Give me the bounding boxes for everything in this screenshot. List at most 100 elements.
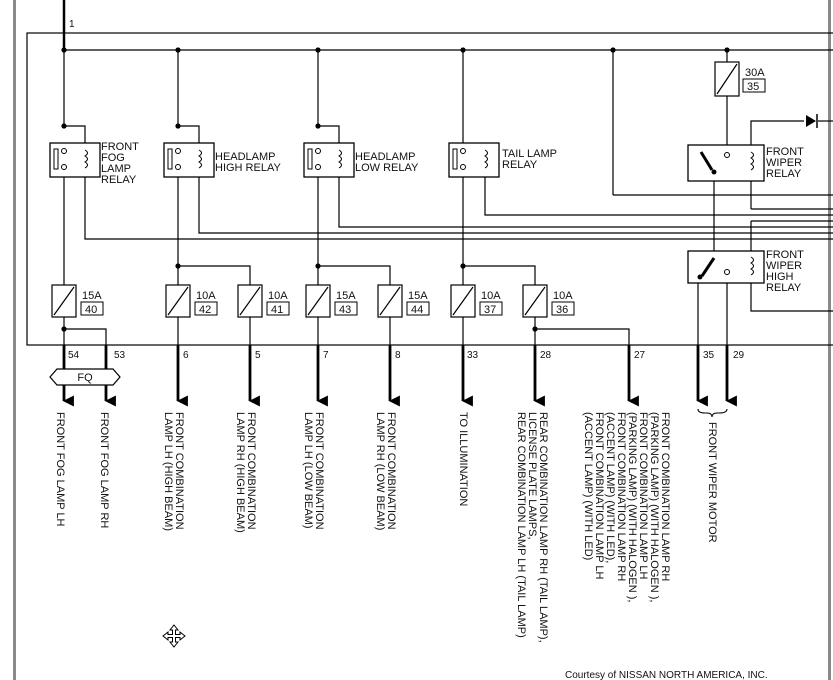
svg-text:FRONT: FRONT [766,146,804,158]
fuse-36: 10A 36 [522,284,575,318]
svg-text:LOW RELAY: LOW RELAY [355,162,419,174]
svg-text:41: 41 [271,304,283,316]
wiper-feed-wires [726,96,833,145]
svg-text:HIGH: HIGH [766,271,794,283]
output-parking-3: FRONT COMBINATION LAMP LH [637,412,649,580]
svg-text:WIPER: WIPER [766,157,802,169]
pin-label-1: 1 [69,19,75,30]
svg-text:35: 35 [703,350,715,361]
svg-text:40: 40 [85,304,97,316]
svg-text:15A: 15A [82,290,102,302]
output-parking-4: (PARKING LAMP) (WITH HALOGEN ), [626,412,638,602]
svg-text:33: 33 [467,350,479,361]
svg-text:10A: 10A [481,290,501,302]
svg-text:43: 43 [339,304,351,316]
svg-text:FQ: FQ [77,372,93,384]
output-tail-2: LICENSE PLATE LAMPS, [526,412,538,540]
output-parking-2: (PARKING LAMP) (WITH HALOGEN ), [648,412,660,602]
svg-text:27: 27 [634,350,646,361]
svg-text:RELAY: RELAY [766,282,802,294]
right-window-border [828,0,831,680]
output-parking-6: (ACCENT LAMP) (WITH LED), [604,412,616,563]
left-window-border [13,0,16,680]
tail-relay-label: TAIL LAMP RELAY [502,148,557,171]
svg-text:FRONT: FRONT [101,141,139,153]
tail-lamp-relay [448,142,500,178]
svg-text:HEADLAMP: HEADLAMP [355,151,416,163]
svg-text:36: 36 [556,304,568,316]
output-high-lh-1: FRONT COMBINATION [173,412,185,530]
svg-text:LAMP: LAMP [101,163,131,175]
svg-text:RELAY: RELAY [502,159,538,171]
svg-text:RELAY: RELAY [766,168,802,180]
svg-text:15A: 15A [408,290,428,302]
relay-control-lines [84,177,833,240]
svg-text:53: 53 [114,350,126,361]
output-parking-1: FRONT COMBINATION LAMP RH [659,412,671,581]
output-illumination: TO ILLUMINATION [457,412,469,506]
output-high-rh-2: LAMP RH (HIGH BEAM) [234,412,246,533]
svg-text:29: 29 [733,350,745,361]
power-bus [63,49,833,195]
output-low-lh-2: LAMP LH (LOW BEAM) [302,412,314,529]
ipdm-box-outline [26,32,833,346]
fuse-40: 15A 40 [51,284,104,318]
fuse-output-dots [61,326,538,332]
svg-text:FRONT: FRONT [766,249,804,261]
svg-text:WIPER: WIPER [766,260,802,272]
svg-text:30A: 30A [745,67,765,79]
front-fog-lamp-relay [49,142,101,178]
svg-text:35: 35 [747,81,759,93]
output-low-lh-1: FRONT COMBINATION [313,412,325,530]
headlamp-high-relay [163,142,215,178]
svg-text:42: 42 [199,304,211,316]
svg-text:37: 37 [484,304,496,316]
output-low-rh-2: LAMP RH (LOW BEAM) [374,412,386,530]
output-low-rh-1: FRONT COMBINATION [385,412,397,530]
wiper-motor-bracket [697,408,728,418]
svg-text:FOG: FOG [101,152,125,164]
svg-text:7: 7 [323,350,329,361]
output-fog-lh: FRONT FOG LAMP LH [54,412,66,527]
svg-text:RELAY: RELAY [101,174,137,186]
output-fog-rh: FRONT FOG LAMP RH [98,412,110,528]
svg-text:5: 5 [255,350,261,361]
bus-junction-dots [61,47,730,129]
fuse-44: 15A 44 [377,284,430,318]
svg-text:10A: 10A [268,290,288,302]
output-parking-5: FRONT COMBINATION LAMP RH [615,412,627,581]
fuse-43: 15A 43 [305,284,358,318]
wiper-diode-icon [806,114,818,128]
fog-relay-label: FRONT FOG LAMP RELAY [101,141,139,186]
output-wiper-motor: FRONT WIPER MOTOR [706,422,718,543]
high-relay-label: HEADLAMP HIGH RELAY [215,151,281,174]
svg-text:HIGH RELAY: HIGH RELAY [215,162,281,174]
low-relay-label: HEADLAMP LOW RELAY [355,151,419,174]
relay-coil-feeds [64,125,340,145]
svg-text:6: 6 [183,350,189,361]
svg-text:8: 8 [395,350,401,361]
fuse-37: 10A 37 [450,284,503,318]
svg-text:54: 54 [68,350,80,361]
output-labels: FRONT FOG LAMP LH FRONT FOG LAMP RH FRON… [54,412,718,643]
pin-labels: 54 53 6 5 7 8 33 28 27 35 29 [68,350,745,361]
fuse-42: 10A 42 [165,284,218,318]
wiper-high-relay-label: FRONT WIPER HIGH RELAY [766,249,804,294]
wiper-relay-label: FRONT WIPER RELAY [766,146,804,180]
fuse-output-wires [63,317,630,345]
svg-text:TAIL LAMP: TAIL LAMP [502,148,557,160]
fuse-35: 30A 35 [714,61,766,97]
output-parking-8: (ACCENT LAMP) (WITH LED) [582,412,594,560]
headlamp-low-relay [303,142,355,178]
svg-text:HEADLAMP: HEADLAMP [215,151,276,163]
fuse-41: 10A 41 [237,284,290,318]
wiper-high-wires [697,181,833,345]
svg-text:44: 44 [411,304,423,316]
svg-text:28: 28 [540,350,552,361]
front-wiper-relay [687,144,765,182]
split-dots [175,263,466,269]
front-wiper-high-relay [687,250,765,284]
output-tail-3: REAR COMBINATION LAMP LH (TAIL LAMP) [515,412,527,638]
svg-text:10A: 10A [196,290,216,302]
